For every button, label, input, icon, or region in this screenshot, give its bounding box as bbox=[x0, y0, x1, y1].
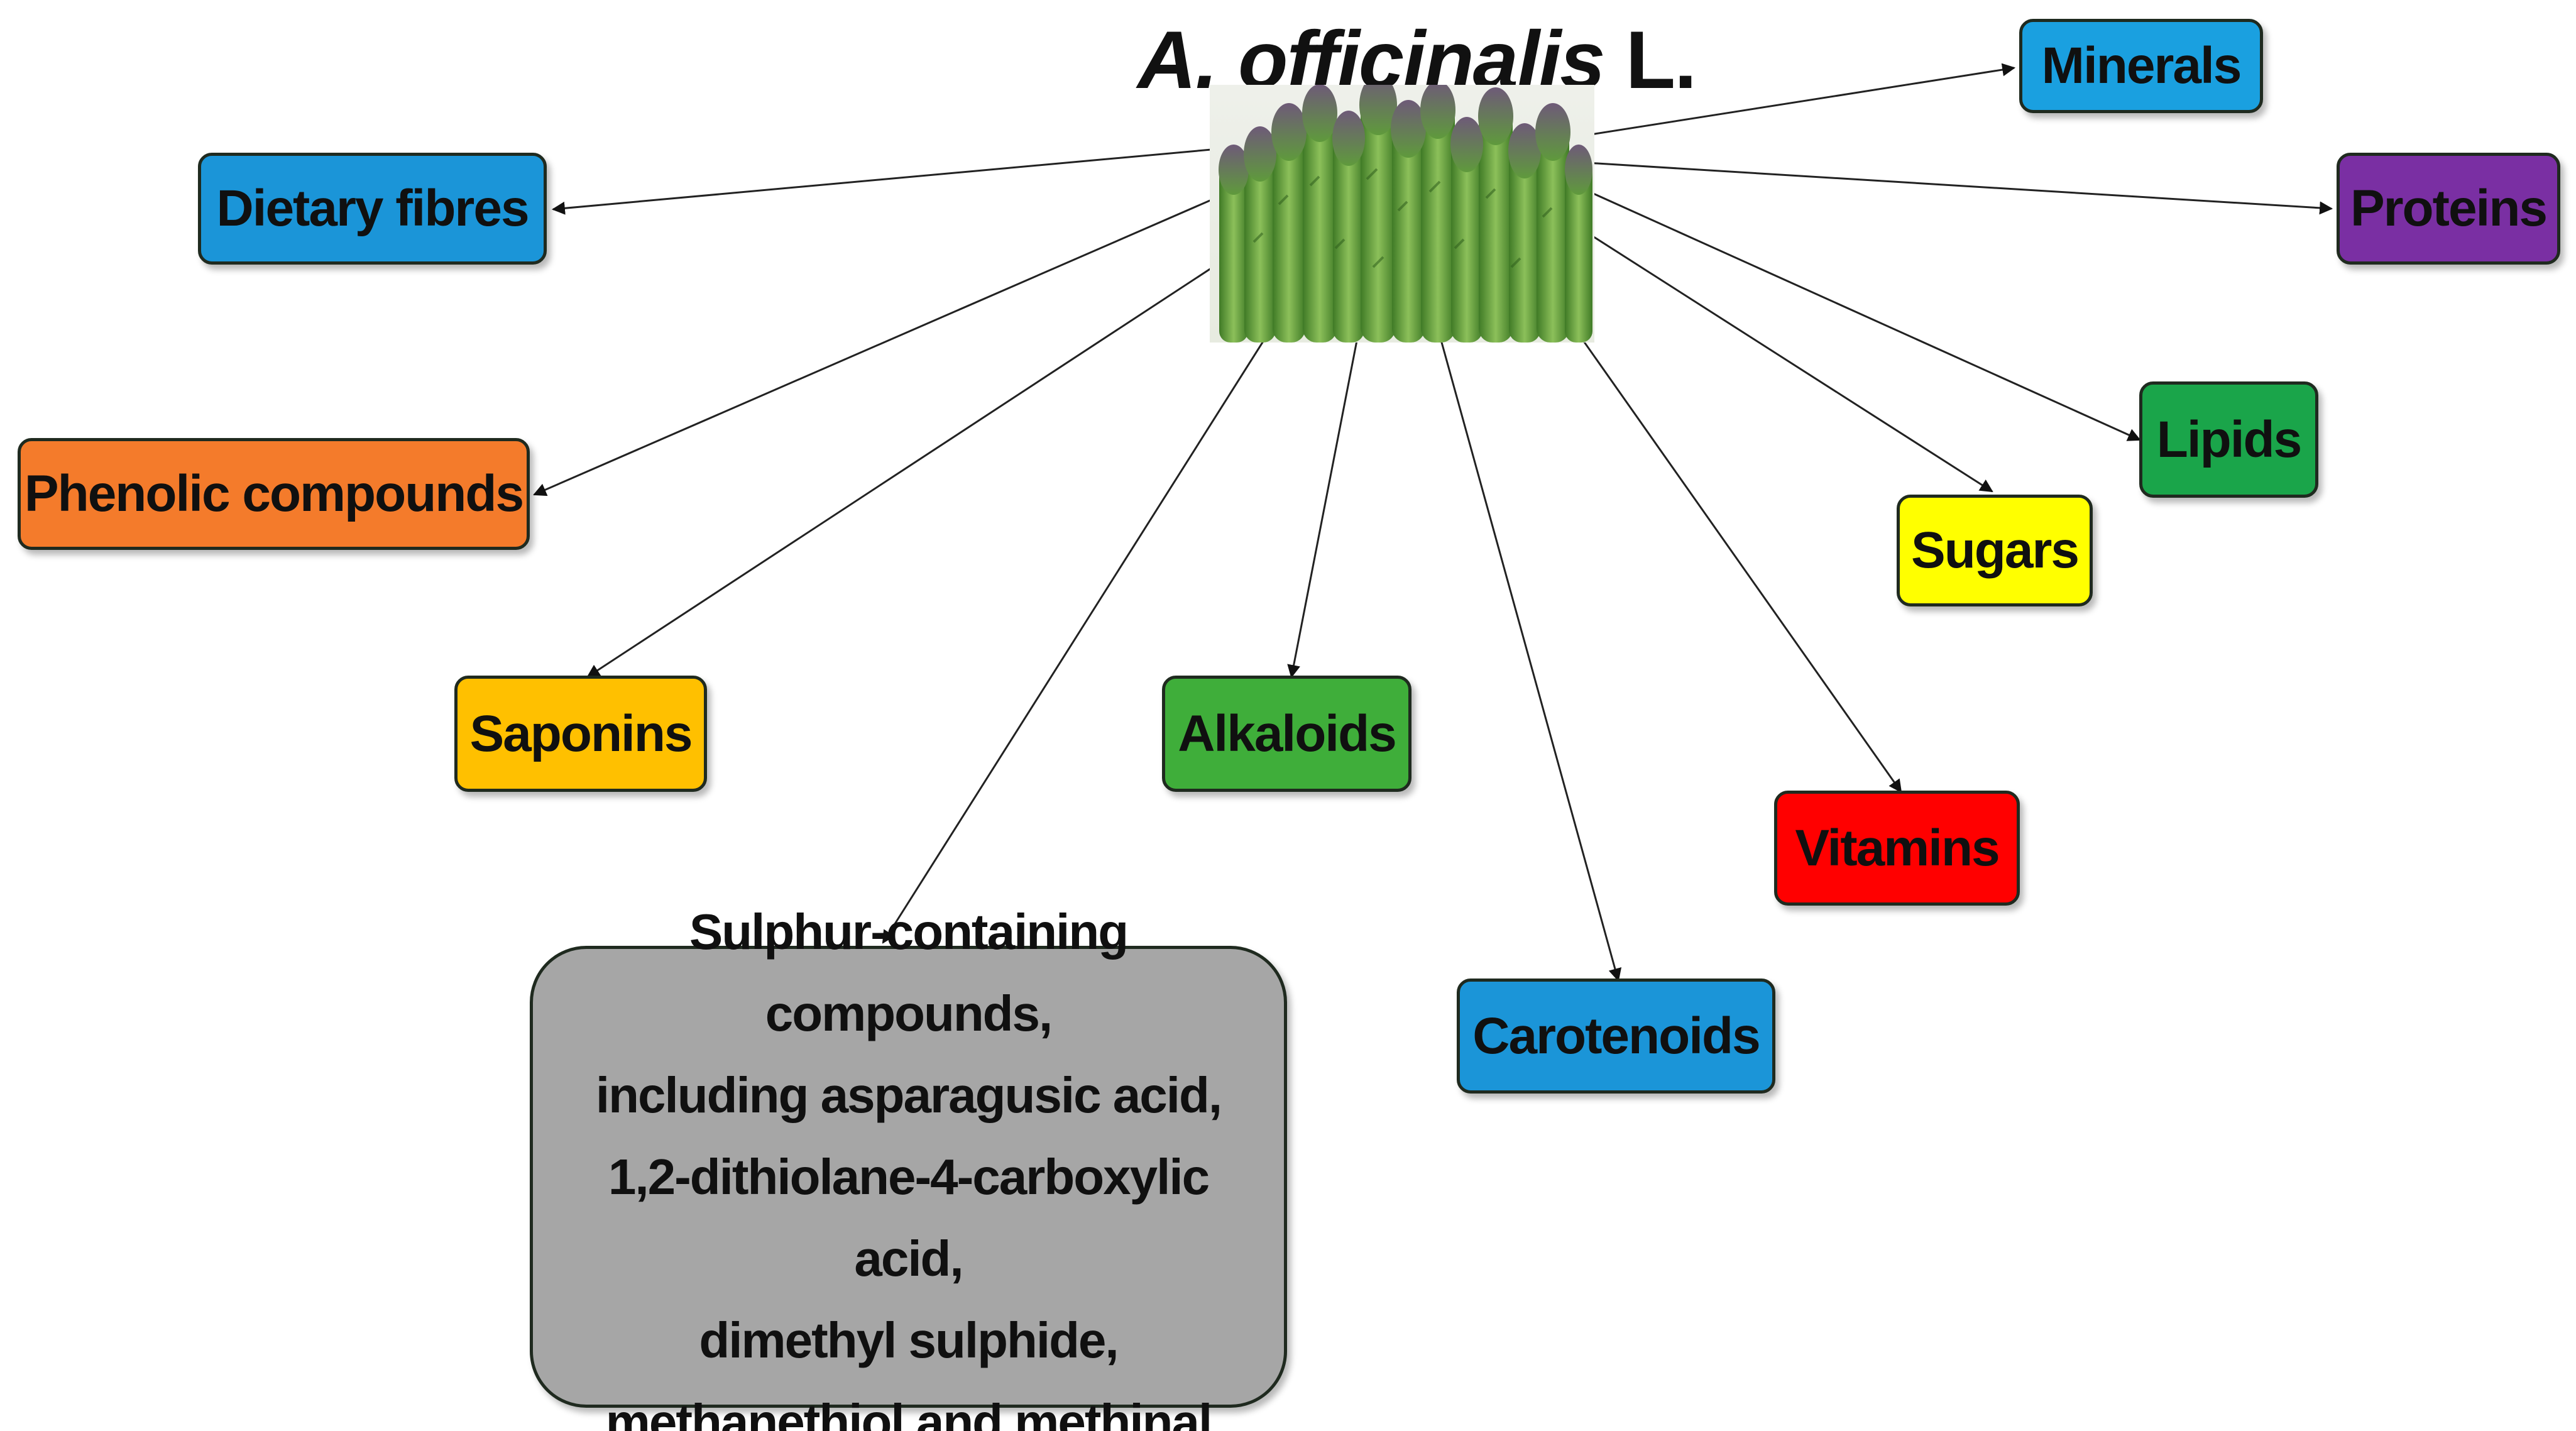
title-suffix: L. bbox=[1625, 14, 1697, 106]
node-alkaloids: Alkaloids bbox=[1162, 676, 1411, 792]
arrow-to-minerals bbox=[1542, 63, 2016, 143]
arrow-to-proteins bbox=[1545, 159, 2333, 215]
node-proteins: Proteins bbox=[2337, 153, 2560, 265]
node-carotenoids-label: Carotenoids bbox=[1472, 1007, 1760, 1065]
node-dietary-fibres-label: Dietary fibres bbox=[216, 180, 529, 237]
sulphur-line-5: methanethiol and methinal bbox=[605, 1393, 1212, 1431]
node-saponins: Saponins bbox=[454, 676, 707, 792]
node-alkaloids-label: Alkaloids bbox=[1178, 705, 1397, 762]
arrow-to-lipids bbox=[1533, 165, 2141, 441]
node-vitamins-label: Vitamins bbox=[1795, 819, 2000, 877]
node-minerals-label: Minerals bbox=[2041, 37, 2242, 94]
node-phenolic-compounds-label: Phenolic compounds bbox=[24, 465, 524, 522]
node-carotenoids: Carotenoids bbox=[1457, 979, 1775, 1094]
node-sugars-label: Sugars bbox=[1911, 522, 2080, 579]
sulphur-line-1: Sulphur-containing compounds, bbox=[689, 903, 1129, 1041]
node-minerals: Minerals bbox=[2019, 19, 2263, 113]
arrow-to-phenolic-compounds bbox=[533, 175, 1267, 496]
arrow-to-dietary-fibres bbox=[551, 141, 1295, 215]
arrow-to-sulphur-compounds bbox=[882, 241, 1327, 944]
sulphur-line-4: dimethyl sulphide, bbox=[699, 1312, 1119, 1368]
asparagus-icon bbox=[1219, 85, 1592, 343]
node-lipids-label: Lipids bbox=[2156, 410, 2302, 468]
node-sugars: Sugars bbox=[1897, 495, 2093, 606]
node-vitamins: Vitamins bbox=[1774, 791, 2020, 906]
sulphur-line-3: 1,2-dithiolane-4-carboxylic acid, bbox=[608, 1148, 1210, 1286]
asparagus-photo bbox=[1210, 85, 1594, 343]
sulphur-line-2: including asparagusic acid, bbox=[595, 1066, 1222, 1123]
node-sulphur-compounds: Sulphur-containing compounds, including … bbox=[530, 904, 1287, 1431]
arrow-to-alkaloids bbox=[1287, 288, 1368, 679]
node-lipids: Lipids bbox=[2139, 381, 2318, 498]
node-saponins-label: Saponins bbox=[469, 705, 693, 762]
node-proteins-label: Proteins bbox=[2350, 180, 2548, 237]
arrow-to-saponins bbox=[586, 206, 1305, 678]
node-dietary-fibres: Dietary fibres bbox=[198, 153, 547, 265]
node-phenolic-compounds: Phenolic compounds bbox=[18, 438, 530, 550]
arrow-to-carotenoids bbox=[1422, 276, 1622, 982]
